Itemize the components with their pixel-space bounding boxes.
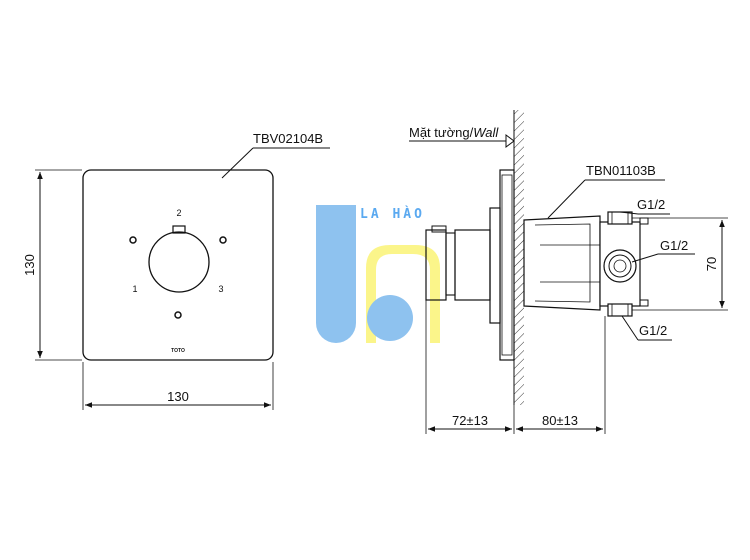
port-label-top: G1/2 xyxy=(637,197,665,212)
width-dimension: 130 xyxy=(167,389,189,404)
position-label-1: 1 xyxy=(132,284,137,294)
dimension-70: 70 xyxy=(704,257,719,271)
dimension-72: 72±13 xyxy=(452,413,488,428)
knob-pointer xyxy=(172,225,186,234)
model-label: TBV02104B xyxy=(253,131,323,146)
brand-logo: TOTO xyxy=(171,348,185,354)
port-label-mid: G1/2 xyxy=(660,238,688,253)
body-label: TBN01103B xyxy=(586,163,656,178)
control-knob xyxy=(148,231,210,293)
side-view: Mặt tường/Wall xyxy=(409,110,728,434)
knob-profile xyxy=(454,229,491,301)
position-label-2: 2 xyxy=(176,208,181,218)
escutcheon-profile xyxy=(489,207,501,324)
watermark-text: LA HÀO xyxy=(360,206,425,222)
screw-hole-left xyxy=(129,236,137,244)
dimension-80: 80±13 xyxy=(542,413,578,428)
port-label-bottom: G1/2 xyxy=(639,323,667,338)
valve-body xyxy=(523,215,601,311)
height-dimension: 130 xyxy=(22,254,37,276)
wall-label: Mặt tường/Wall xyxy=(409,125,499,140)
screw-hole-bottom xyxy=(174,311,182,319)
front-view: 2 1 3 TOTO TBV02104B 130 130 xyxy=(22,131,330,410)
wall-hatch xyxy=(514,110,524,405)
screw-hole-right xyxy=(219,236,227,244)
watermark-logo: LA HÀO xyxy=(316,205,440,343)
position-label-3: 3 xyxy=(218,284,223,294)
knob-cap xyxy=(425,229,447,301)
cover-plate xyxy=(82,169,274,361)
